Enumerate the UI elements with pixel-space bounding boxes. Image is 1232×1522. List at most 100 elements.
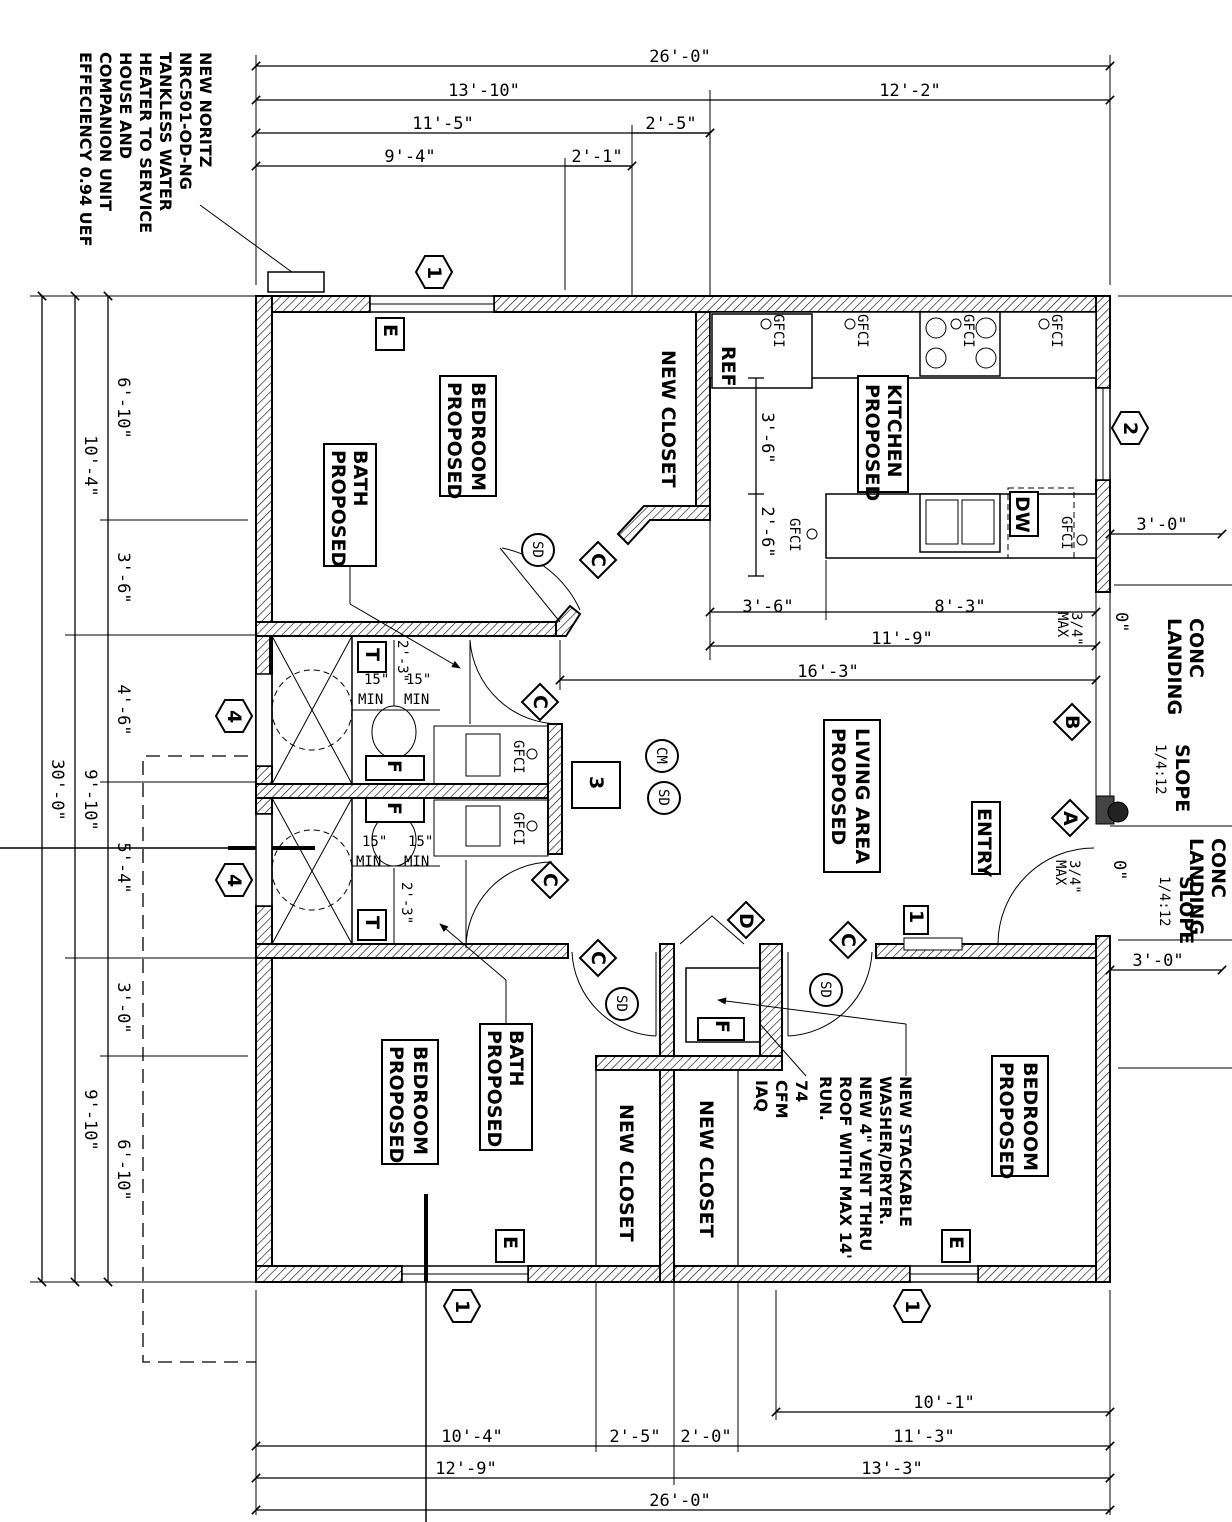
kitchen-label-box <box>857 375 909 493</box>
svg-text:CONC: CONC <box>1185 618 1207 678</box>
svg-text:GFCI: GFCI <box>854 314 870 348</box>
dim-k-3-6h: 3'-6" <box>742 597 793 617</box>
svg-text:MAX: MAX <box>1052 860 1068 886</box>
svg-text:3/4": 3/4" <box>1066 860 1082 894</box>
svg-text:SLOPE: SLOPE <box>1175 876 1197 944</box>
svg-text:2: 2 <box>1119 422 1141 435</box>
bath-fixtures <box>271 635 549 945</box>
svg-text:E: E <box>945 1236 967 1249</box>
dim-bot-11-3: 11'-3" <box>893 1427 954 1447</box>
vanity-bottom <box>433 799 549 857</box>
dim-bot-10-1: 10'-1" <box>913 1393 974 1413</box>
living-box <box>823 719 881 873</box>
svg-text:NEW NORITZ: NEW NORITZ <box>196 52 215 167</box>
svg-text:SLOPE: SLOPE <box>1171 744 1193 812</box>
dim-k-11-9: 11'-9" <box>871 629 932 649</box>
svg-text:GFCI: GFCI <box>786 518 802 552</box>
dim-bot-10-4: 10'-4" <box>441 1427 502 1447</box>
svg-text:T: T <box>361 916 383 929</box>
bedroom-br-label: PROPOSED BEDROOM <box>995 1062 1041 1179</box>
dim-left-6-10a: 6'-10" <box>113 377 133 438</box>
bedroom-bl-box <box>381 1039 439 1165</box>
svg-text:15": 15" <box>362 834 387 850</box>
range <box>919 311 1001 377</box>
kitchen-label: PROPOSED KITCHEN <box>861 384 905 501</box>
dim-k-3-6v: 3'-6" <box>757 412 777 463</box>
landing-top: CONC LANDING <box>1163 618 1207 715</box>
closet-b1-label: NEW CLOSET <box>615 1104 637 1242</box>
svg-text:ROOF WITH MAX 14': ROOF WITH MAX 14' <box>836 1076 855 1259</box>
svg-text:C: C <box>539 873 561 887</box>
svg-text:BATH: BATH <box>505 1030 527 1087</box>
svg-text:BEDROOM: BEDROOM <box>467 382 489 491</box>
dim-left-10-4: 10'-4" <box>80 435 100 496</box>
ref-label: REF <box>717 346 739 387</box>
svg-text:LANDING: LANDING <box>1163 618 1185 715</box>
svg-text:SD: SD <box>613 995 629 1012</box>
dim-top-11-5: 11'-5" <box>412 114 473 134</box>
square-tags: E E E T T 3 1 <box>357 317 971 1263</box>
svg-text:HEATER TO SERVICE: HEATER TO SERVICE <box>136 52 155 233</box>
dw-box <box>1009 491 1039 537</box>
bedroom-bl-label: PROPOSED BEDROOM <box>385 1046 431 1163</box>
dim-bot-total: 26'-0" <box>649 1491 710 1511</box>
slope-top: SLOPE 1/4:12 <box>1152 744 1193 812</box>
closet-b2-label: NEW CLOSET <box>695 1100 717 1238</box>
svg-text:4: 4 <box>223 710 245 723</box>
svg-text:GFCI: GFCI <box>510 740 526 774</box>
water-heater-symbol <box>267 271 325 293</box>
dim-right-3-0b: 3'-0" <box>1132 951 1183 971</box>
svg-text:MIN: MIN <box>404 692 429 708</box>
svg-text:1/4:12: 1/4:12 <box>1152 744 1168 795</box>
svg-text:0": 0" <box>1109 860 1129 880</box>
entry-box <box>971 801 1001 875</box>
svg-text:PROPOSED: PROPOSED <box>443 382 465 499</box>
svg-text:WASHER/DRYER.: WASHER/DRYER. <box>876 1076 895 1225</box>
svg-text:0": 0" <box>1111 612 1131 632</box>
svg-text:1: 1 <box>423 266 445 279</box>
bedroom-tl-box <box>439 375 497 497</box>
svg-text:F: F <box>383 802 405 815</box>
svg-text:E: E <box>499 1236 521 1249</box>
washer-dryer <box>685 967 761 1043</box>
dim-top-total: 26'-0" <box>649 47 710 67</box>
dim-left-5-4: 5'-4" <box>113 842 133 893</box>
dim-b-2-3b: 2'-3" <box>398 882 414 924</box>
gfci-outlets: GFCI GFCI GFCI GFCI GFCI GFCI GFCI GFCI <box>510 314 1088 846</box>
right-exterior: 3'-0" 3'-0" <box>1095 295 1232 1069</box>
toilet-top <box>371 705 417 759</box>
dim-top-2-1: 2'-1" <box>571 147 622 167</box>
threshold-bottom: 3/4" MAX 0" <box>1052 860 1129 894</box>
bath-bot-box <box>479 1023 533 1151</box>
dim-left-9-10a: 9'-10" <box>80 769 100 830</box>
svg-text:1: 1 <box>901 1300 923 1313</box>
svg-text:CM: CM <box>653 747 669 764</box>
svg-text:GFCI: GFCI <box>770 314 786 348</box>
svg-text:SD: SD <box>817 981 833 998</box>
svg-text:BATH: BATH <box>349 450 371 507</box>
dim-k-8-3: 8'-3" <box>934 597 985 617</box>
svg-text:C: C <box>587 553 609 567</box>
dim-left-6-10b: 6'-10" <box>113 1139 133 1200</box>
svg-text:PROPOSED: PROPOSED <box>483 1030 505 1147</box>
svg-text:SD: SD <box>529 541 545 558</box>
bedroom-br-box <box>991 1055 1049 1177</box>
svg-text:F: F <box>711 1020 733 1033</box>
svg-text:1/4:12: 1/4:12 <box>1156 876 1172 927</box>
landing-bottom: CONC LANDING <box>1185 838 1229 935</box>
diamond-tags: C C C C D C B A <box>520 540 1092 978</box>
svg-text:KITCHEN: KITCHEN <box>883 384 905 477</box>
svg-text:C: C <box>529 695 551 709</box>
slope-bottom: SLOPE 1/4:12 <box>1156 876 1197 944</box>
svg-text:3: 3 <box>585 776 607 789</box>
entry-label: ENTRY <box>973 808 995 877</box>
dim-k-2-6v: 2'-6" <box>757 506 777 557</box>
svg-text:RUN.: RUN. <box>816 1076 835 1121</box>
svg-text:T: T <box>361 648 383 661</box>
dim-left-3-0: 3'-0" <box>113 982 133 1033</box>
svg-text:C: C <box>587 951 609 965</box>
dim-liv-16-3: 16'-3" <box>797 662 858 682</box>
svg-text:1: 1 <box>451 1300 473 1313</box>
laundry-note: NEW STACKABLE WASHER/DRYER. NEW 4" VENT … <box>816 1076 915 1259</box>
dim-left-4-6: 4'-6" <box>113 684 133 735</box>
